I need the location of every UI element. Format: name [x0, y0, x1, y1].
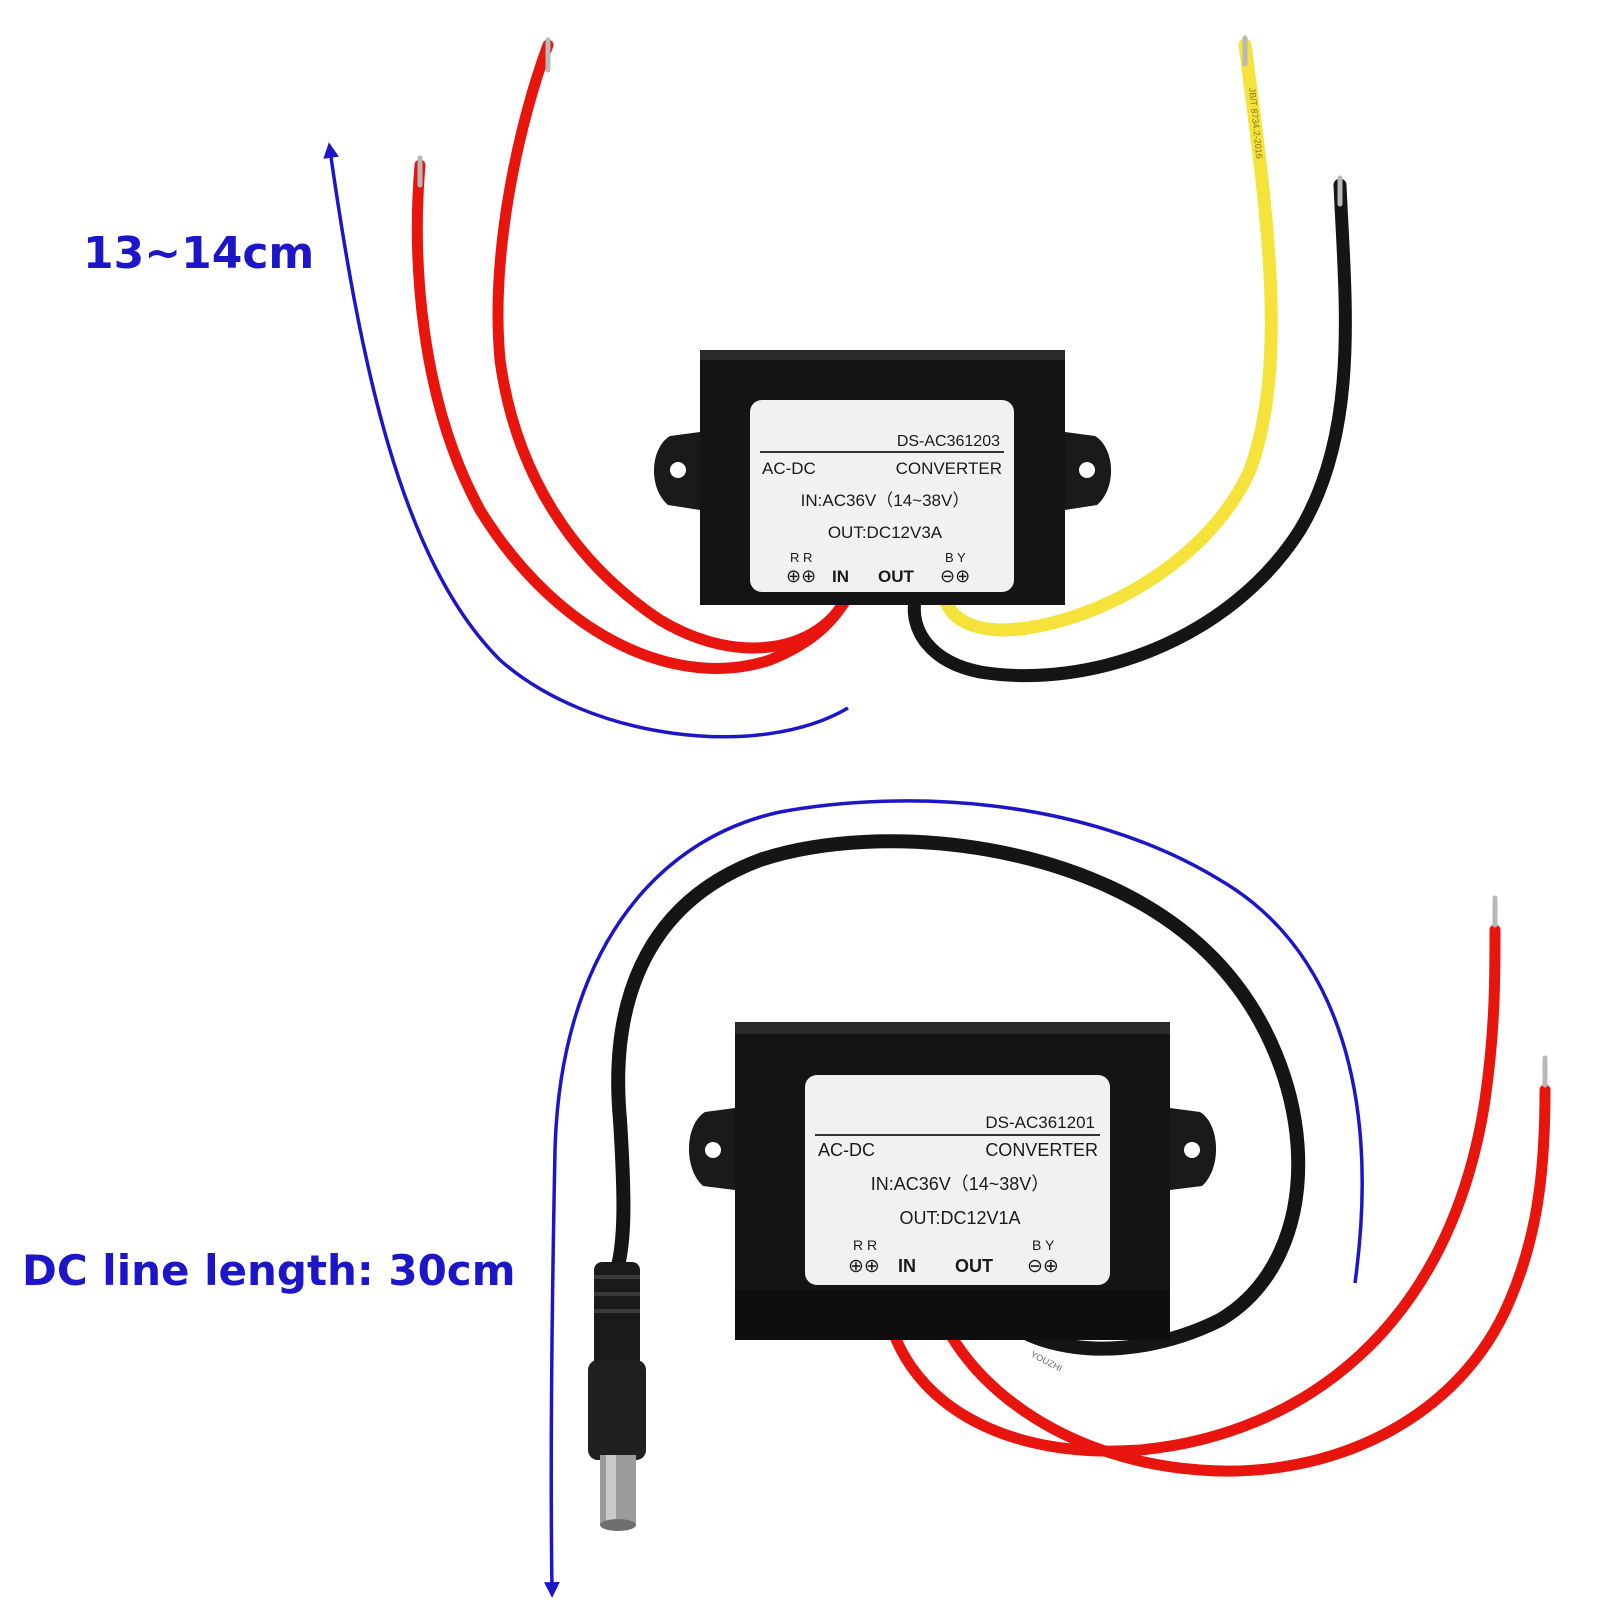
converter-top — [653, 350, 1112, 605]
in-label-bottom: IN — [898, 1256, 916, 1276]
out-label-top: OUT — [878, 567, 915, 586]
minus-plus-icon: ⊖⊕ — [940, 566, 970, 586]
out-wire-letters-top: B Y — [945, 550, 966, 565]
model-number-bottom: DS-AC361201 — [985, 1113, 1095, 1132]
output-spec-bottom: OUT:DC12V1A — [899, 1208, 1020, 1228]
converter-label-bottom: CONVERTER — [985, 1140, 1098, 1160]
out-label-bottom: OUT — [955, 1256, 993, 1276]
minus-plus-icon: ⊖⊕ — [1027, 1256, 1059, 1277]
output-wires-top — [907, 35, 1352, 683]
input-spec-bottom: IN:AC36V（14~38V） — [871, 1174, 1050, 1194]
dc-plug-icon — [588, 1262, 646, 1531]
dc-cable-bottom — [610, 834, 1306, 1356]
cable-print-bottom: YOUZHI — [1029, 1349, 1064, 1374]
model-number-top: DS-AC361203 — [897, 433, 1000, 450]
plus-icon: ⊕⊕ — [786, 566, 816, 586]
output-spec-top: OUT:DC12V3A — [828, 523, 943, 542]
measure-arrow-top — [323, 142, 849, 739]
input-spec-top: IN:AC36V（14~38V） — [801, 491, 970, 510]
plus-icon: ⊕⊕ — [848, 1256, 880, 1277]
type-label-top: AC-DC — [762, 459, 816, 478]
in-label-top: IN — [832, 567, 849, 586]
in-wire-letters-top: R R — [790, 550, 812, 565]
converter-bottom — [688, 1022, 1217, 1340]
red-input-wires-bottom — [879, 895, 1551, 1477]
measure-label-bottom: DC line length: 30cm — [22, 1246, 516, 1295]
out-wire-letters-bottom: B Y — [1032, 1237, 1055, 1253]
converter-label-top: CONVERTER — [896, 459, 1002, 478]
measure-arrow-bottom — [544, 799, 1364, 1598]
in-wire-letters-bottom: R R — [853, 1237, 877, 1253]
red-input-wires-top — [411, 37, 852, 674]
type-label-bottom: AC-DC — [818, 1140, 875, 1160]
measure-label-top: 13~14cm — [83, 228, 315, 279]
